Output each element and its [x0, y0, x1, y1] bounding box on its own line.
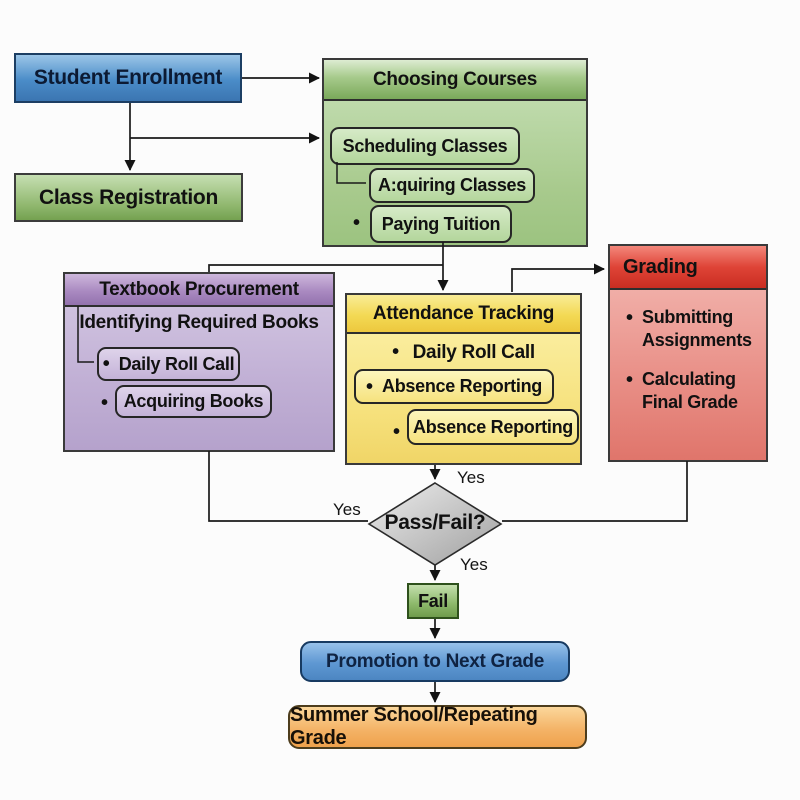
- yes-label-top: Yes: [457, 468, 485, 487]
- calculating-final-grade-bullet: •: [626, 369, 634, 391]
- yes-label-bottom: Yes: [460, 555, 488, 574]
- submitting-assignments-bullet: •: [626, 307, 634, 329]
- attendance-daily-roll-call-row: • Daily Roll Call: [347, 342, 580, 364]
- absence-reporting-1-label: Absence Reporting: [382, 376, 542, 396]
- subnode-absence-reporting-2: Absence Reporting: [407, 409, 579, 445]
- attendance-tracking-header: Attendance Tracking: [347, 295, 580, 334]
- calculating-final-grade-label: Calculating Final Grade: [642, 369, 738, 412]
- grading-title: Grading: [623, 255, 698, 278]
- student-enrollment-label: Student Enrollment: [33, 66, 223, 89]
- identifying-required-books-label: Identifying Required Books: [79, 312, 319, 333]
- node-grading: Grading • Submitting Assignments • Calcu…: [608, 244, 768, 462]
- edge-attendance-to-grading: [511, 263, 605, 292]
- node-textbook-procurement: Textbook Procurement Identifying Require…: [63, 272, 335, 452]
- promotion-label: Promotion to Next Grade: [326, 650, 544, 672]
- edge-branch-to-textbook: [208, 264, 443, 272]
- yes-label-left: Yes: [333, 500, 361, 519]
- node-choosing-courses: Choosing Courses Scheduling Classes A:qu…: [322, 58, 588, 247]
- daily-roll-call-label: Daily Roll Call: [118, 353, 235, 374]
- subnode-acquiring-books: Acquiring Books: [115, 385, 272, 418]
- subnode-daily-roll-call: • Daily Roll Call: [97, 347, 240, 381]
- textbook-procurement-title: Textbook Procurement: [99, 278, 299, 300]
- summer-school-label: Summer School/Repeating Grade: [290, 704, 538, 749]
- grading-item-calculating: • Calculating Final Grade: [626, 368, 760, 413]
- absence-reporting-1-bullet: •: [366, 375, 374, 398]
- grading-items: • Submitting Assignments • Calculating F…: [626, 306, 760, 430]
- decision-pass-fail: Pass/Fail?: [369, 511, 501, 535]
- acquiring-books-bullet: •: [101, 392, 109, 414]
- node-summer-school: Summer School/Repeating Grade: [288, 704, 587, 749]
- edge-grading-to-decision: [502, 461, 688, 522]
- node-attendance-tracking: Attendance Tracking • Daily Roll Call • …: [345, 293, 582, 465]
- acquiring-books-label: Acquiring Books: [123, 391, 264, 411]
- subnode-paying-tuition: Paying Tuition: [370, 205, 512, 243]
- scheduling-classes-label: Scheduling Classes: [342, 135, 508, 156]
- subnode-scheduling-classes: Scheduling Classes: [330, 127, 520, 165]
- paying-tuition-bullet: •: [353, 212, 361, 234]
- fail-label: Fail: [418, 590, 448, 611]
- attendance-daily-roll-call-bullet: •: [392, 341, 400, 363]
- submitting-assignments-label: Submitting Assignments: [642, 307, 752, 350]
- subnode-absence-reporting-1: • Absence Reporting: [354, 369, 554, 404]
- class-registration-label: Class Registration: [39, 185, 218, 209]
- pass-fail-label: Pass/Fail?: [384, 511, 486, 534]
- identifying-required-books-row: Identifying Required Books: [65, 312, 333, 334]
- paying-tuition-label: Paying Tuition: [381, 213, 501, 234]
- subnode-acquiring-classes: A:quiring Classes: [369, 168, 535, 203]
- acquiring-classes-label: A:quiring Classes: [378, 175, 526, 195]
- attendance-tracking-title: Attendance Tracking: [372, 302, 555, 324]
- attendance-daily-roll-call-label: Daily Roll Call: [412, 342, 536, 363]
- choosing-courses-title: Choosing Courses: [372, 68, 538, 90]
- node-fail: Fail: [407, 583, 459, 619]
- textbook-procurement-header: Textbook Procurement: [65, 274, 333, 307]
- node-student-enrollment: Student Enrollment: [14, 53, 242, 103]
- node-class-registration: Class Registration: [14, 173, 243, 222]
- grading-header: Grading: [610, 246, 766, 290]
- choosing-courses-header: Choosing Courses: [324, 60, 586, 101]
- absence-reporting-2-bullet: •: [393, 421, 401, 443]
- grading-item-submitting: • Submitting Assignments: [626, 306, 760, 351]
- node-promotion-next-grade: Promotion to Next Grade: [300, 641, 570, 682]
- absence-reporting-2-label: Absence Reporting: [413, 416, 573, 437]
- daily-roll-call-bullet: •: [102, 353, 110, 375]
